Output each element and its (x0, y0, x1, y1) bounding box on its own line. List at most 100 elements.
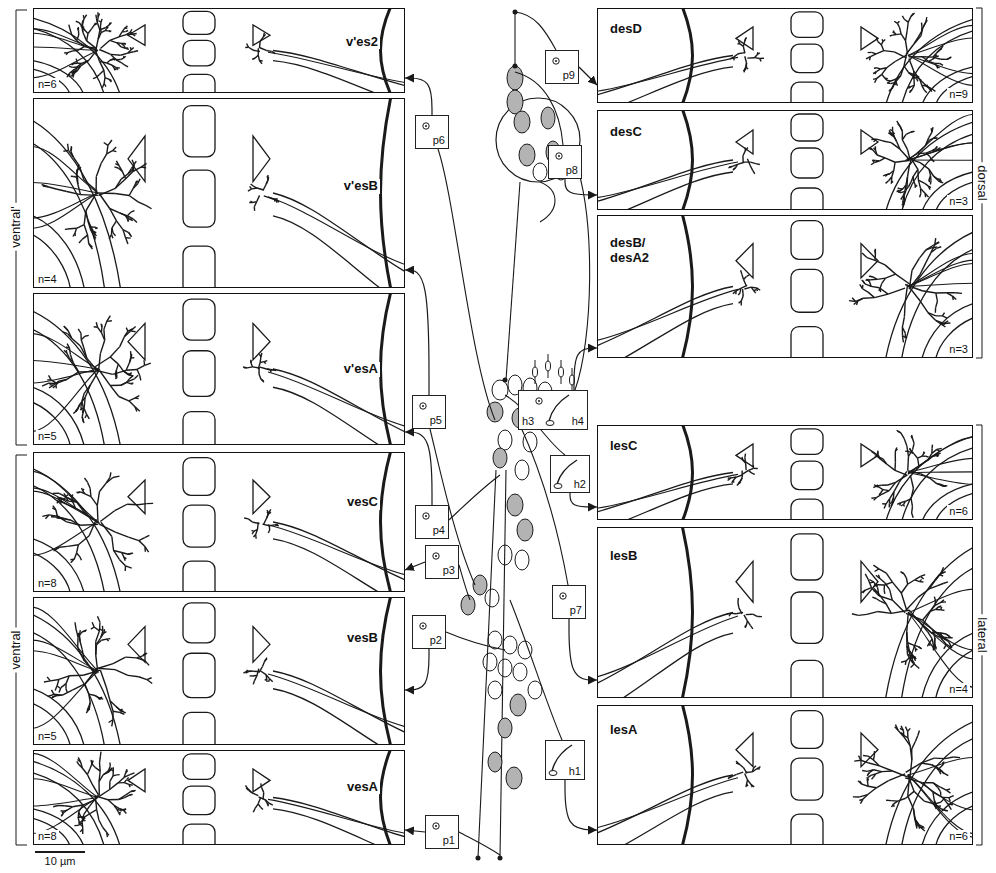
neurite (854, 301, 858, 304)
neurite (856, 298, 864, 301)
tissue-band (901, 31, 973, 103)
neurite (112, 65, 116, 67)
neurite (875, 260, 885, 264)
neurite (71, 74, 73, 75)
dendritic-arbor (42, 472, 153, 571)
neurite (110, 40, 117, 42)
neurite (873, 139, 876, 142)
neurite (921, 23, 923, 27)
neurite (752, 473, 755, 474)
neurite (879, 288, 880, 291)
neurite (107, 151, 113, 154)
neurite (908, 450, 912, 457)
neurite (85, 30, 88, 33)
neurite (880, 601, 886, 604)
neurite (127, 382, 131, 383)
neurite (879, 487, 883, 490)
neurite (44, 681, 51, 682)
neurite (938, 181, 942, 183)
neurite (902, 327, 905, 333)
axon (908, 613, 973, 688)
neurite (895, 76, 900, 82)
neurite (78, 329, 81, 333)
neurite (757, 52, 759, 54)
neurite (874, 751, 875, 755)
neurite (253, 522, 260, 523)
neurite (112, 711, 114, 720)
neurite (72, 71, 74, 73)
neurite (48, 187, 56, 189)
neurite (857, 301, 858, 305)
neurite (937, 150, 940, 152)
neurite (87, 774, 92, 783)
neurite (892, 600, 905, 613)
neurite (872, 777, 874, 779)
neurite (110, 776, 113, 781)
neurite (904, 303, 906, 317)
neurite (68, 51, 72, 53)
tissue-block (183, 299, 215, 340)
neurite (955, 292, 962, 294)
neurite (77, 35, 79, 40)
neurite (141, 163, 147, 167)
neurite (908, 86, 910, 88)
neurite (928, 632, 933, 639)
neurite (114, 68, 116, 70)
neurite (87, 769, 90, 775)
neurite (121, 382, 127, 385)
neurite (914, 645, 916, 648)
neurite (937, 768, 939, 771)
neurite (748, 468, 753, 470)
neurite (911, 85, 915, 86)
cell (493, 448, 507, 468)
neurite (913, 443, 914, 449)
neurite (124, 773, 126, 778)
neurite (111, 228, 113, 235)
neurite (56, 189, 67, 191)
neurite (920, 80, 926, 86)
tissue-band (921, 67, 973, 103)
neurite (953, 756, 960, 758)
neurite (131, 48, 134, 50)
neurite (874, 148, 876, 150)
neurite (894, 137, 896, 141)
neurite (125, 65, 128, 67)
tissue-triangle (736, 27, 753, 50)
tissue-block (183, 351, 215, 397)
neurite (248, 519, 252, 522)
neurite (126, 328, 128, 332)
neurite (900, 189, 903, 191)
neurite (936, 292, 947, 294)
boundary-arc (682, 215, 693, 358)
neurite (123, 56, 125, 58)
neurite (740, 44, 743, 47)
neurite (911, 435, 913, 439)
neurite (939, 771, 941, 773)
neurite (45, 515, 48, 519)
axon (268, 52, 405, 83)
neurite (868, 148, 873, 150)
neurite (920, 262, 926, 275)
tissue-triangle (736, 130, 753, 154)
tissue-block (183, 786, 215, 815)
neurite (885, 583, 890, 590)
neurite (259, 374, 261, 379)
neurite (745, 784, 747, 787)
neurite (873, 277, 877, 280)
neurite (120, 337, 125, 347)
neurite (67, 497, 77, 502)
neurite (100, 371, 110, 386)
neurite (886, 800, 891, 802)
neurite (129, 219, 132, 221)
neurite (740, 478, 742, 482)
neurite (947, 293, 953, 296)
neurite (868, 756, 873, 760)
neurite (942, 316, 947, 318)
neurite (66, 676, 69, 684)
neurite (946, 634, 949, 636)
neurite (110, 385, 119, 396)
neurite (96, 664, 113, 669)
neurite (930, 157, 932, 160)
neurite (918, 825, 920, 829)
neurite (258, 804, 260, 807)
